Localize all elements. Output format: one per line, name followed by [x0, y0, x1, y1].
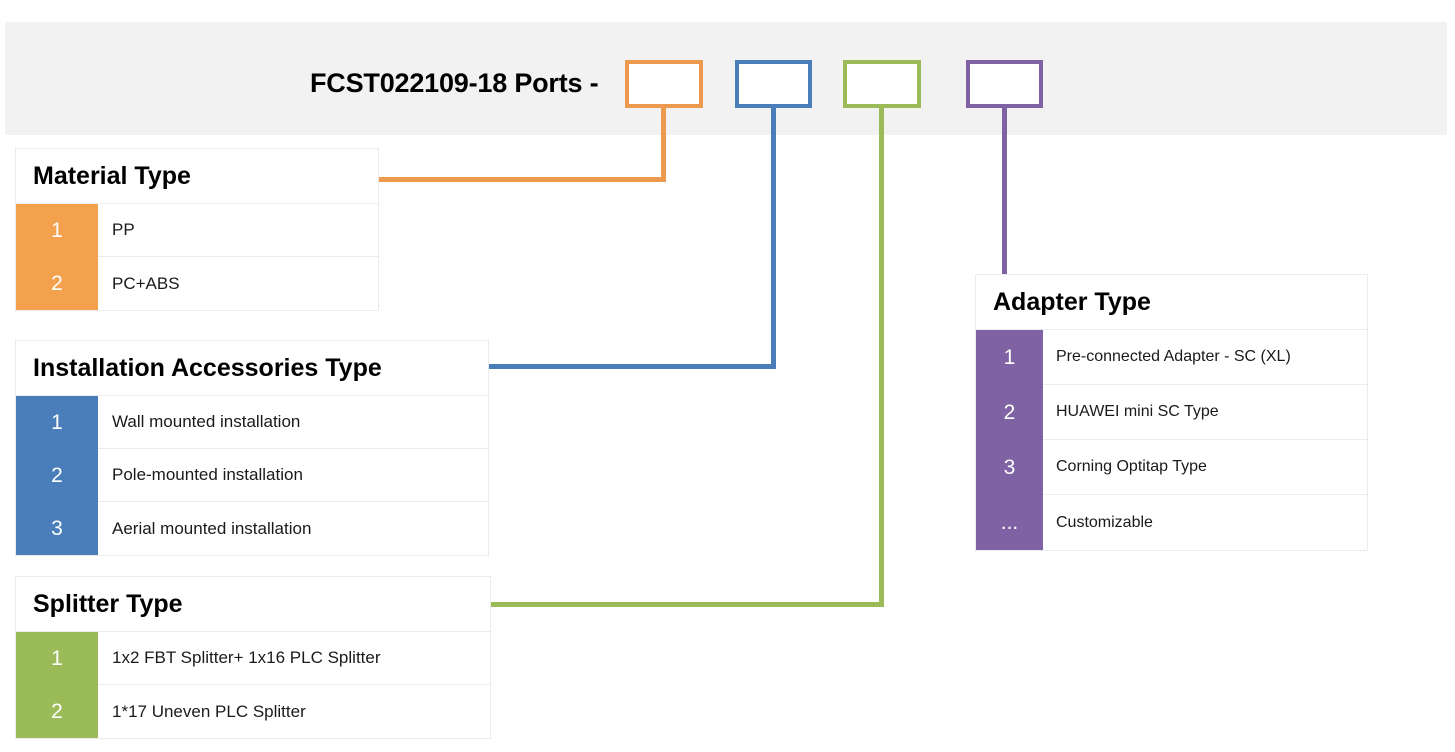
- table-row[interactable]: 2 1*17 Uneven PLC Splitter: [16, 685, 490, 738]
- table-row[interactable]: 3 Corning Optitap Type: [976, 440, 1367, 495]
- page-title: FCST022109-18 Ports -: [310, 68, 599, 98]
- table-row[interactable]: ... Customizable: [976, 495, 1367, 550]
- row-label: 1x2 FBT Splitter+ 1x16 PLC Splitter: [98, 632, 490, 684]
- table-material-type: Material Type 1 PP 2 PC+ABS: [15, 148, 379, 311]
- table-row[interactable]: 1 Pre-connected Adapter - SC (XL): [976, 330, 1367, 385]
- table-title-installation-accessories-type: Installation Accessories Type: [16, 341, 488, 396]
- row-label: Customizable: [1043, 495, 1367, 550]
- table-row[interactable]: 1 Wall mounted installation: [16, 396, 488, 449]
- code-box-adapter-type[interactable]: [966, 60, 1043, 108]
- row-code: 1: [976, 330, 1043, 385]
- table-title-adapter-type: Adapter Type: [976, 275, 1367, 330]
- row-code: 2: [976, 385, 1043, 440]
- row-label: PP: [98, 204, 378, 256]
- table-title-material-type: Material Type: [16, 149, 378, 204]
- connector-green-horizontal: [490, 602, 884, 607]
- connector-orange-vertical: [661, 104, 666, 182]
- row-code: 1: [16, 396, 98, 449]
- row-label: 1*17 Uneven PLC Splitter: [98, 685, 490, 738]
- row-code: 3: [16, 502, 98, 555]
- table-row[interactable]: 2 HUAWEI mini SC Type: [976, 385, 1367, 440]
- table-row[interactable]: 1 1x2 FBT Splitter+ 1x16 PLC Splitter: [16, 632, 490, 685]
- connector-blue-horizontal: [488, 364, 776, 369]
- header-band: [5, 22, 1447, 135]
- table-title-splitter-type: Splitter Type: [16, 577, 490, 632]
- table-row[interactable]: 3 Aerial mounted installation: [16, 502, 488, 555]
- row-label: Pole-mounted installation: [98, 449, 488, 501]
- row-label: Aerial mounted installation: [98, 502, 488, 555]
- code-box-installation-accessories-type[interactable]: [735, 60, 812, 108]
- code-box-material-type[interactable]: [625, 60, 703, 108]
- row-label: Pre-connected Adapter - SC (XL): [1043, 330, 1367, 384]
- table-row[interactable]: 1 PP: [16, 204, 378, 257]
- row-label: Corning Optitap Type: [1043, 440, 1367, 494]
- table-splitter-type: Splitter Type 1 1x2 FBT Splitter+ 1x16 P…: [15, 576, 491, 739]
- connector-orange-horizontal: [378, 177, 666, 182]
- row-code: 1: [16, 204, 98, 257]
- row-code: 2: [16, 449, 98, 502]
- table-row[interactable]: 2 Pole-mounted installation: [16, 449, 488, 502]
- row-code: 1: [16, 632, 98, 685]
- connector-green-vertical: [879, 104, 884, 607]
- row-label: HUAWEI mini SC Type: [1043, 385, 1367, 439]
- table-installation-accessories-type: Installation Accessories Type 1 Wall mou…: [15, 340, 489, 556]
- table-row[interactable]: 2 PC+ABS: [16, 257, 378, 310]
- table-adapter-type: Adapter Type 1 Pre-connected Adapter - S…: [975, 274, 1368, 551]
- connector-purple-vertical: [1002, 104, 1007, 276]
- code-box-splitter-type[interactable]: [843, 60, 921, 108]
- row-label: PC+ABS: [98, 257, 378, 310]
- connector-blue-vertical: [771, 104, 776, 369]
- row-code: 3: [976, 440, 1043, 495]
- row-code: 2: [16, 257, 98, 310]
- row-code: ...: [976, 495, 1043, 550]
- row-code: 2: [16, 685, 98, 738]
- row-label: Wall mounted installation: [98, 396, 488, 448]
